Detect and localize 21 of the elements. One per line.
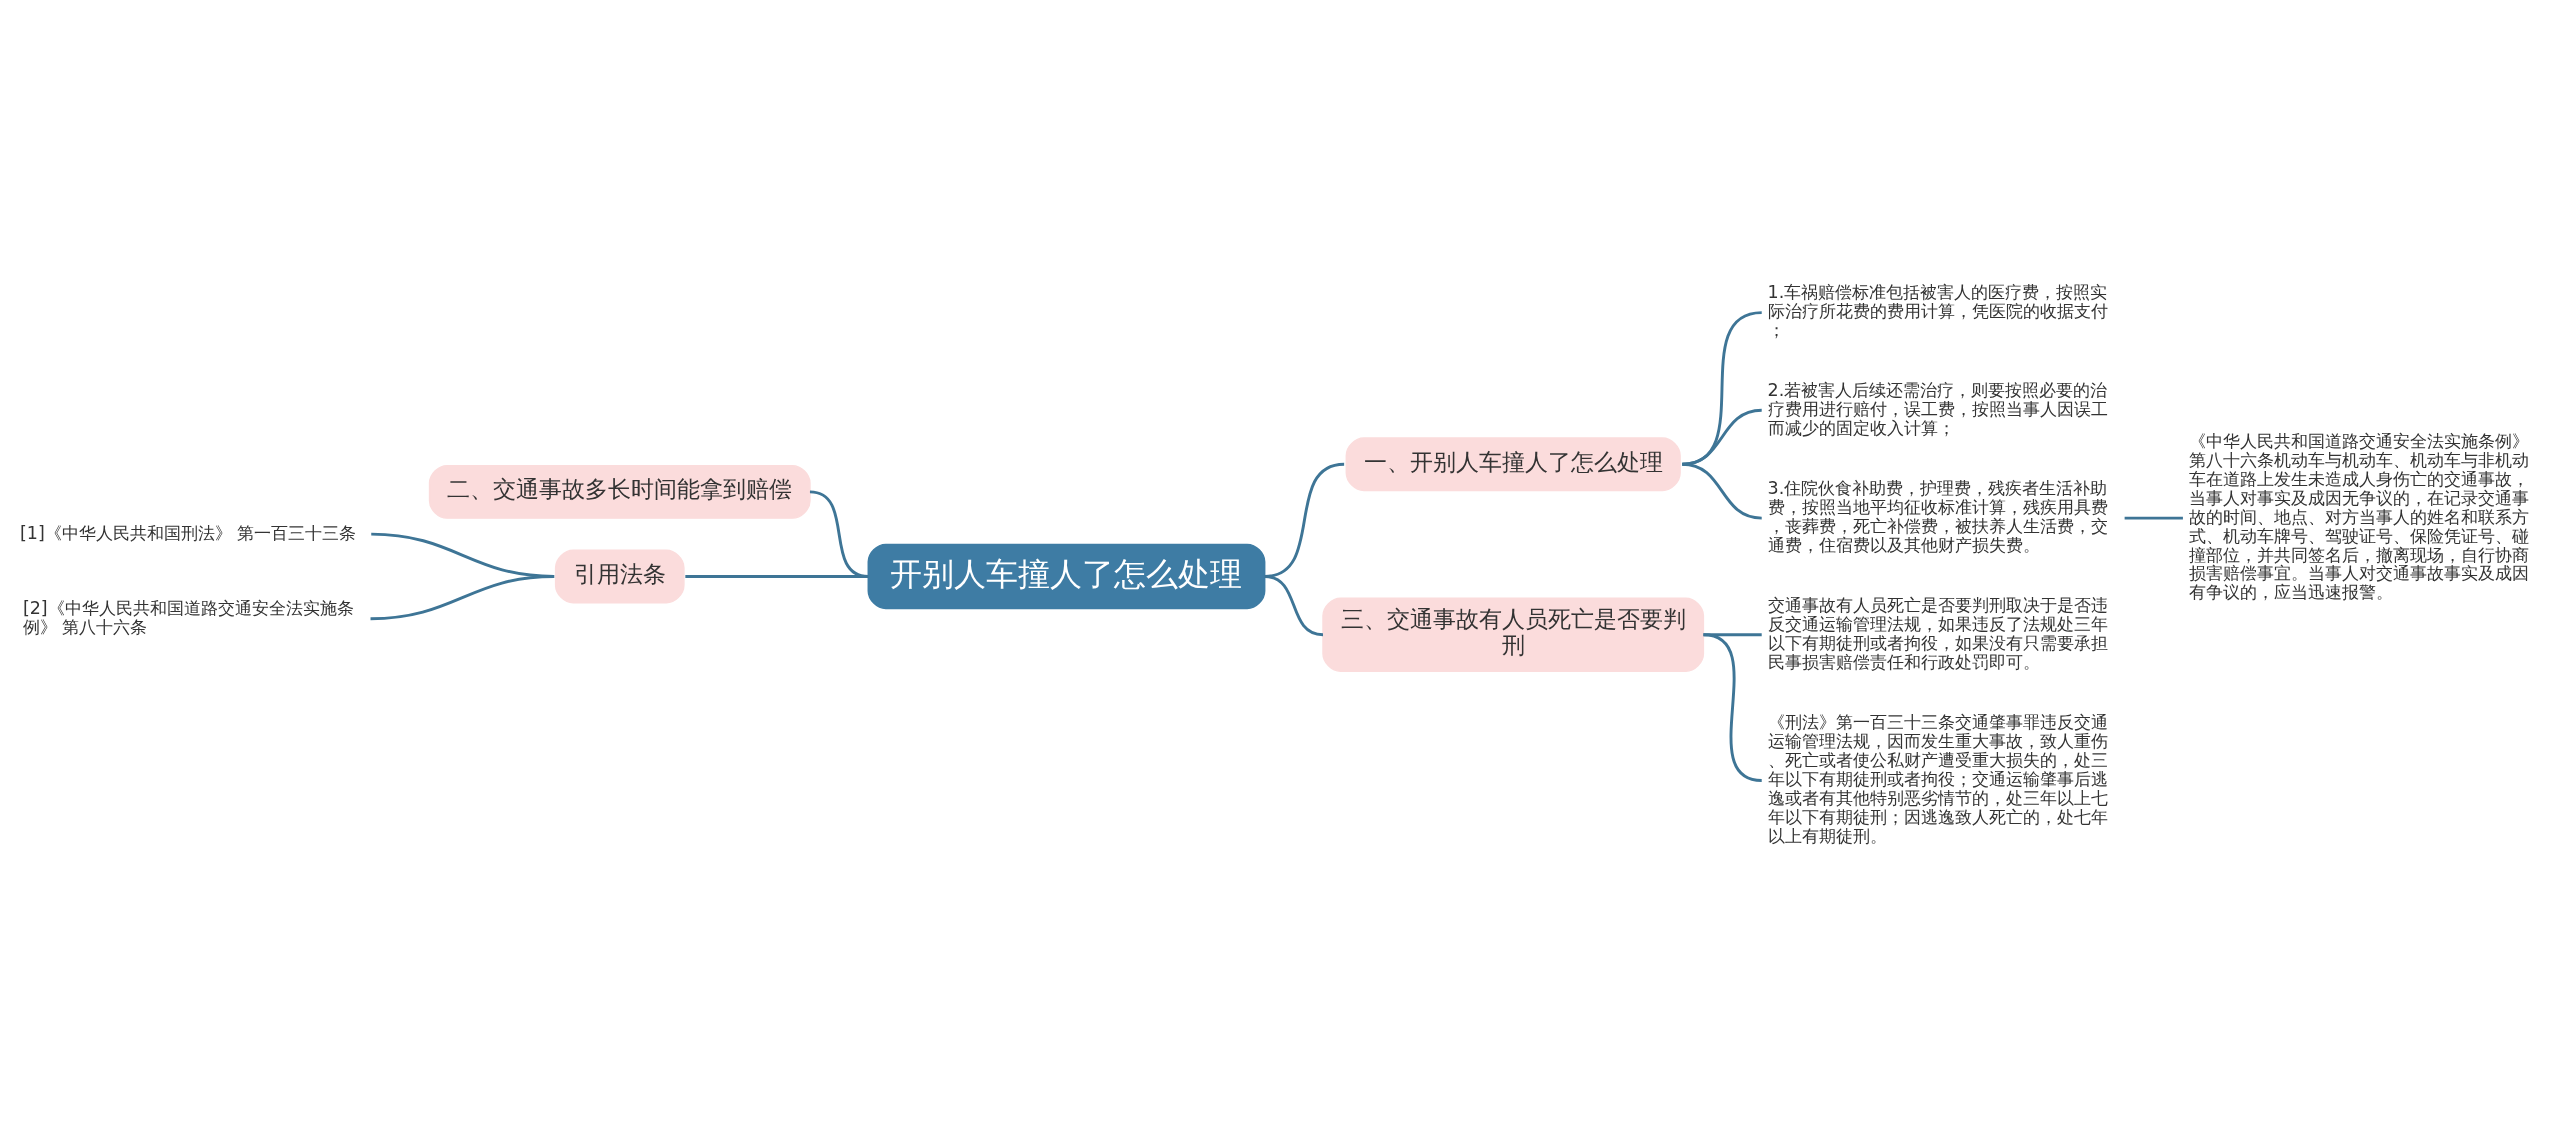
- node-text: 3.住院伙食补助费，护理费，残疾者生活补助费，按照当地平均征收标准计算，残疾用具费，丧葬费，死亡补偿费，被扶养人生活费，交通费，住宿费以及其他财产损失费。: [1767, 478, 2108, 556]
- node-text: 《刑法》第一百三十三条交通肇事罪违反交通运输管理法规，因而发生重大事故，致人重伤、死亡或者使公私财产遭受重大损失的，处三年以下有期徒刑或者拘役；交通运输肇事后逃逸或者有其他特别恶劣情节的，处三年以上七年以下有期徒刑；因逃逸致人死亡的，处七年以上有期徒刑。: [1767, 712, 2108, 846]
- node-text: 2.若被害人后续还需治疗，则要按照必要的治疗费用进行赔付，误工费，按照当事人因误工而减少的固定收入计算；: [1767, 379, 2108, 438]
- node-text: 《中华人民共和国道路交通安全法实施条例》第八十六条机动车与机动车、机动车与非机动车在道路上发生未造成人身伤亡的交通事故，当事人对事实及成因无争议的，在记录交通事故的时间、地点、对方当事人的姓名和联系方式、机动车牌号、驾驶证号、保险凭证号、碰撞部位，并共同签名后，撤离现场，自行协商损害赔偿事宜。当事人对交通事故事实及成因有争议的，应当迅速报警。: [2188, 430, 2529, 603]
- connector: [1703, 633, 1762, 782]
- node-box: 一、开别人车撞人了怎么处理: [1345, 437, 1681, 492]
- connector: [1682, 408, 1762, 466]
- node-box: 开别人车撞人了怎么处理: [867, 543, 1266, 610]
- connector: [685, 574, 869, 578]
- connector: [1682, 462, 1762, 520]
- node-text: 交通事故有人员死亡是否要判刑取决于是否违反交通运输管理法规，如果违反了法规处三年以下有期徒刑或者拘役，如果没有只需要承担民事损害赔偿责任和行政处罚即可。: [1767, 594, 2108, 672]
- connector: [1682, 311, 1762, 466]
- node-box: 引用法条: [554, 549, 685, 604]
- node-text: [2]《中华人民共和国道路交通安全法实施条例》 第八十六条: [22, 597, 354, 637]
- node-text: 1.车祸赔偿标准包括被害人的医疗费，按照实际治疗所花费的费用计算，凭医院的收据支付；: [1767, 282, 2108, 341]
- node-box: 二、交通事故多长时间能拿到赔偿: [428, 464, 811, 519]
- connector: [1264, 575, 1324, 637]
- connector: [370, 574, 555, 621]
- connector: [2124, 516, 2183, 520]
- node-box: 三、交通事故有人员死亡是否要判刑: [1322, 597, 1705, 672]
- node-text: [1]《中华人民共和国刑法》 第一百三十三条: [19, 522, 357, 543]
